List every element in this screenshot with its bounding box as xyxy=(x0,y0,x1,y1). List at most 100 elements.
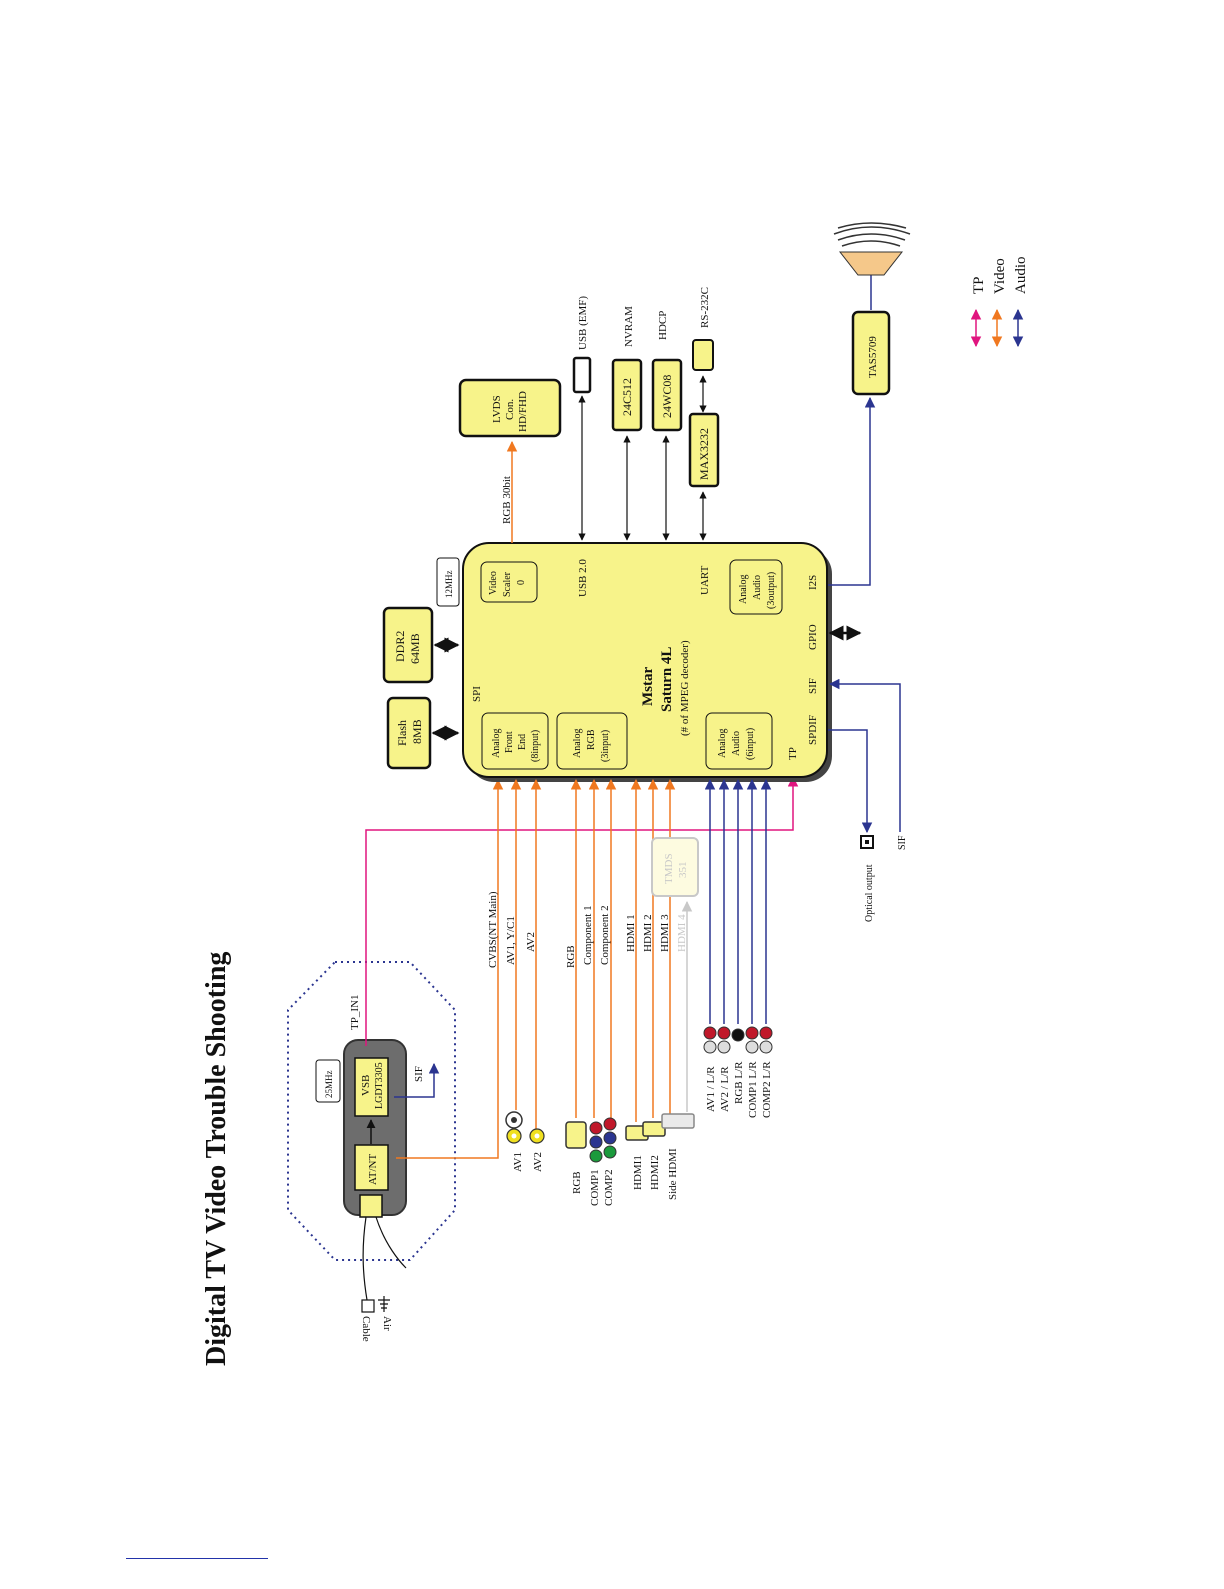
component-connector-icon xyxy=(589,1117,617,1163)
lvds-l3: HD/FHD xyxy=(517,391,529,432)
audio-jacks-icon xyxy=(703,1026,773,1054)
spdif-line xyxy=(828,729,873,834)
pin-uart: UART xyxy=(699,565,711,595)
sig-rgb: RGB xyxy=(565,945,577,968)
flash-label: Flash xyxy=(395,720,409,746)
sig-av1yc: AV1, Y/C1 xyxy=(505,916,517,965)
conn-side-hdmi: Side HDMI xyxy=(667,1148,679,1200)
legend-video-label: Video xyxy=(992,258,1008,294)
cable-label: Cable xyxy=(360,1316,372,1342)
sig-hdmi1: HDMI 1 xyxy=(625,914,637,952)
conn-comp1: COMP1 xyxy=(589,1169,601,1206)
amp-label: TAS5709 xyxy=(867,336,879,378)
vsb-part-label: LGDT3305 xyxy=(374,1062,385,1109)
afe-l2: Front xyxy=(504,731,515,753)
hdcp-label: HDCP xyxy=(657,311,669,340)
tuner-crystal xyxy=(315,1059,341,1103)
pin-tp: TP xyxy=(787,747,799,760)
sig-hdmi4: HDMI 4 xyxy=(676,914,688,952)
legend: TP Video Audio xyxy=(970,257,1029,348)
vs-l3: 0 xyxy=(516,580,527,585)
rgb-connector-icon xyxy=(565,1121,587,1149)
argb-l1: Analog xyxy=(572,729,583,758)
aconn-av2: AV2 / L/R xyxy=(719,1066,731,1112)
amp-chip xyxy=(851,310,891,396)
main-crystal-label: 12MHz xyxy=(444,570,454,598)
tuner-sif-label: SIF xyxy=(413,1066,425,1082)
vsb-label: VSB xyxy=(360,1075,372,1096)
usb-port-icon xyxy=(572,356,592,394)
rf-input-lines xyxy=(362,1216,407,1301)
ddr2-chip xyxy=(382,606,434,684)
sif-in-label: SIF xyxy=(897,835,908,850)
tmds-chip xyxy=(651,837,699,897)
rs232-connector-icon xyxy=(692,339,714,371)
hdcp-chip-label: 24WC08 xyxy=(660,375,674,418)
sig-comp1: Component 1 xyxy=(582,905,594,965)
pin-spdif: SPDIF xyxy=(807,715,819,745)
aain-l1: Analog xyxy=(717,729,728,758)
av1-connector-icon xyxy=(505,1111,523,1144)
side-hdmi-connector-icon xyxy=(661,1113,695,1129)
lvds-l1: LVDS xyxy=(491,395,503,423)
optical-output-label: Optical output xyxy=(864,864,875,922)
legend-audio-label: Audio xyxy=(1013,257,1029,295)
aconn-comp2: COMP2 L/R xyxy=(761,1061,773,1118)
flash-size-label: 8MB xyxy=(410,719,424,744)
rgb30-label: RGB 30bit xyxy=(501,476,513,524)
tp-line xyxy=(365,775,799,1046)
atnt-label: AT/NT xyxy=(367,1154,379,1185)
nvram-chip-label: 24C512 xyxy=(620,378,634,416)
page-title: Digital TV Video Trouble Shooting xyxy=(201,952,232,1366)
main-crystal xyxy=(436,557,460,607)
av2-connector-icon xyxy=(529,1128,545,1144)
pin-sif: SIF xyxy=(807,678,819,694)
tuner-module-outline xyxy=(287,961,456,1261)
analog-rgb-block: Analog RGB (3input) xyxy=(556,712,628,770)
cable-connector-icon xyxy=(361,1299,375,1313)
pin-gpio: GPIO xyxy=(807,624,819,650)
aaout-l2: Audio xyxy=(752,575,763,600)
flash-chip xyxy=(386,696,432,770)
vsb-chip xyxy=(354,1057,389,1117)
pin-spi: SPI xyxy=(471,686,483,702)
analog-front-end-block: Analog Front End (8input) xyxy=(481,712,549,770)
video-input-lines xyxy=(510,778,693,1130)
afe-l1: Analog xyxy=(491,729,502,758)
cvbs-main-line xyxy=(396,778,504,1159)
rs232-label: RS-232C xyxy=(699,287,711,328)
speaker-icon xyxy=(838,251,904,276)
vs-l1: Video xyxy=(488,571,499,595)
max3232-chip xyxy=(688,412,720,488)
lvds-l2: Con. xyxy=(504,399,516,420)
aconn-comp1: COMP1 L/R xyxy=(747,1061,759,1118)
tuner-sif-arrow xyxy=(394,1062,440,1098)
nvram-chip xyxy=(611,358,643,432)
conn-hdmi1: HDMI1 xyxy=(632,1155,644,1190)
mstar-model: Saturn 4L xyxy=(659,647,675,712)
tp-in-label: TP_IN1 xyxy=(349,995,361,1030)
aconn-av1: AV1 / L/R xyxy=(705,1066,717,1112)
tuner-crystal-label: 25MHz xyxy=(324,1070,334,1098)
aain-l2: Audio xyxy=(731,731,742,756)
vs-l2: Scaler xyxy=(502,571,513,597)
conn-comp2: COMP2 xyxy=(603,1169,615,1206)
conn-rgb: RGB xyxy=(571,1171,583,1194)
footer-rule xyxy=(126,1558,268,1559)
air-antenna-icon xyxy=(378,1296,390,1312)
argb-l3: (3input) xyxy=(600,730,611,762)
afe-l4: (8input) xyxy=(530,730,541,762)
conn-av1: AV1 xyxy=(512,1152,524,1172)
atnt-chip xyxy=(354,1144,389,1191)
sig-hdmi3: HDMI 3 xyxy=(659,914,671,952)
conn-hdmi2: HDMI2 xyxy=(649,1155,661,1190)
conn-av2: AV2 xyxy=(532,1152,544,1172)
usb-label: USB (EMF) xyxy=(577,296,589,350)
pin-i2s: I2S xyxy=(807,575,819,590)
max3232-label: MAX3232 xyxy=(697,428,711,480)
video-scaler-block: Video Scaler 0 xyxy=(480,561,538,603)
aconn-rgb: RGB L/R xyxy=(733,1061,745,1104)
audio-input-lines xyxy=(704,778,772,1024)
lvds-connector xyxy=(458,378,562,438)
